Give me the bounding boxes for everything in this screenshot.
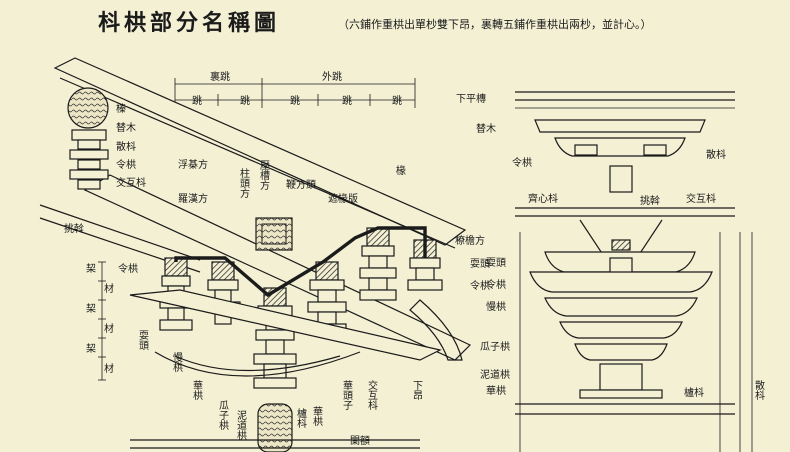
label-tao-shou-fang: 橑檐方 — [455, 234, 485, 247]
label-ling-gong-right: 令栱 — [512, 156, 532, 169]
label-ya-cao-fang: 壓槽方 — [258, 160, 270, 191]
label-cai: 材 — [104, 362, 114, 375]
label-jiao-hu-dou: 交互枓 — [116, 176, 146, 189]
label-zhe-chuan-ban: 遮椽版 — [328, 192, 358, 205]
label-ling-gong-2: 令栱 — [470, 279, 490, 292]
bottom-arc-inner — [174, 355, 341, 372]
label-shua-tou-2: 耍頭 — [137, 330, 149, 351]
dimension-lines — [174, 78, 416, 108]
dimension-tick-label: 跳 — [192, 94, 202, 107]
label-san-dou-2-right: 散枓 — [753, 379, 765, 401]
label-tiao-wo-right: 挑斡 — [640, 194, 660, 207]
page-subtitle: （六鋪作重栱出單杪雙下昂，裏轉五鋪作重栱出兩杪，並計心。） — [338, 17, 652, 31]
label-lu-dou-right: 櫨枓 — [684, 386, 704, 399]
label-jiao-hu-dou-right: 交互枓 — [686, 192, 716, 205]
page-title: 枓栱部分名稱圖 — [98, 10, 280, 36]
label-chuan: 椽 — [396, 164, 406, 177]
label-hua-gong: 華栱 — [191, 380, 203, 401]
dimension-tick-label: 跳 — [290, 94, 300, 107]
label-gua-zi-gong-right: 瓜子栱 — [480, 340, 510, 353]
column — [257, 403, 293, 452]
label-ni-dao-gong: 泥道栱 — [235, 409, 247, 441]
label-xia-ping-chuan: 下平槫 — [456, 92, 486, 105]
square-beam — [255, 217, 293, 251]
label-qi-xin-dou: 齊心枓 — [528, 192, 558, 205]
dimension-tick-label: 跳 — [240, 94, 250, 107]
label-man-gong-right: 慢栱 — [486, 300, 506, 313]
bottom-arc — [154, 351, 361, 377]
ang-tip — [409, 299, 463, 361]
dimension-tick-label: 跳 — [342, 94, 352, 107]
label-man-gong: 慢栱 — [171, 352, 183, 373]
label-tao-yan: 榛 — [116, 102, 126, 115]
label-hua-gong-right: 華栱 — [486, 384, 506, 397]
dimension-inner-label: 裏跳 — [210, 70, 230, 83]
label-lan-e: 闌額 — [350, 434, 370, 447]
left-bracket-stack — [69, 129, 109, 190]
left-measure — [98, 261, 106, 381]
label-ti-mu: 替木 — [116, 121, 136, 134]
label-shua-tou: 耍頭 — [470, 258, 490, 270]
label-ti-mu-right: 替木 — [476, 122, 496, 135]
xia-ang-arm — [129, 289, 442, 361]
label-gua-zi-gong: 瓜子栱 — [217, 400, 229, 431]
label-cai: 材 — [104, 322, 114, 335]
bracket-link-path — [174, 226, 427, 298]
label-qi: 栔 — [86, 303, 96, 315]
section-diagram: 裏跳 外跳 跳 跳 跳 跳 跳 — [39, 57, 472, 452]
label-jiao-hu-dou-2: 交互枓 — [366, 379, 378, 411]
label-san-dou-right: 散枓 — [706, 148, 726, 161]
label-ling-gong: 令栱 — [116, 158, 136, 171]
rafters — [39, 57, 472, 361]
dimension-tick-label: 跳 — [392, 94, 402, 107]
label-hua-tou-zi: 華頭子 — [341, 380, 353, 410]
label-zhu-tou-fang: 柱頭方 — [238, 167, 250, 199]
label-hua-gong-2: 華栱 — [311, 406, 323, 427]
label-san-dou: 散枓 — [116, 140, 136, 153]
label-xia-ang: 下昂 — [411, 380, 423, 400]
elevation-diagram — [515, 91, 753, 452]
label-lu-dou: 櫨枓 — [295, 407, 307, 429]
label-bian-tou: 鞭方頭 — [286, 178, 316, 191]
label-ling-gong-left: 令栱 — [118, 262, 138, 275]
label-luo-han-fang: 羅漢方 — [178, 192, 208, 205]
label-ling-gong-2-right: 令栱 — [486, 278, 506, 291]
label-qi: 栔 — [86, 343, 96, 355]
label-tiao-wo: 挑斡 — [64, 222, 84, 235]
label-cai: 材 — [104, 282, 114, 295]
label-qi: 栔 — [86, 263, 96, 275]
dimension-outer-label: 外跳 — [322, 70, 342, 83]
label-shua-tou-right: 耍頭 — [486, 257, 506, 269]
label-fu-ji-fang: 浮棊方 — [178, 158, 208, 171]
round-purlin — [67, 87, 109, 129]
label-ni-dao-gong-right: 泥道栱 — [480, 368, 510, 381]
